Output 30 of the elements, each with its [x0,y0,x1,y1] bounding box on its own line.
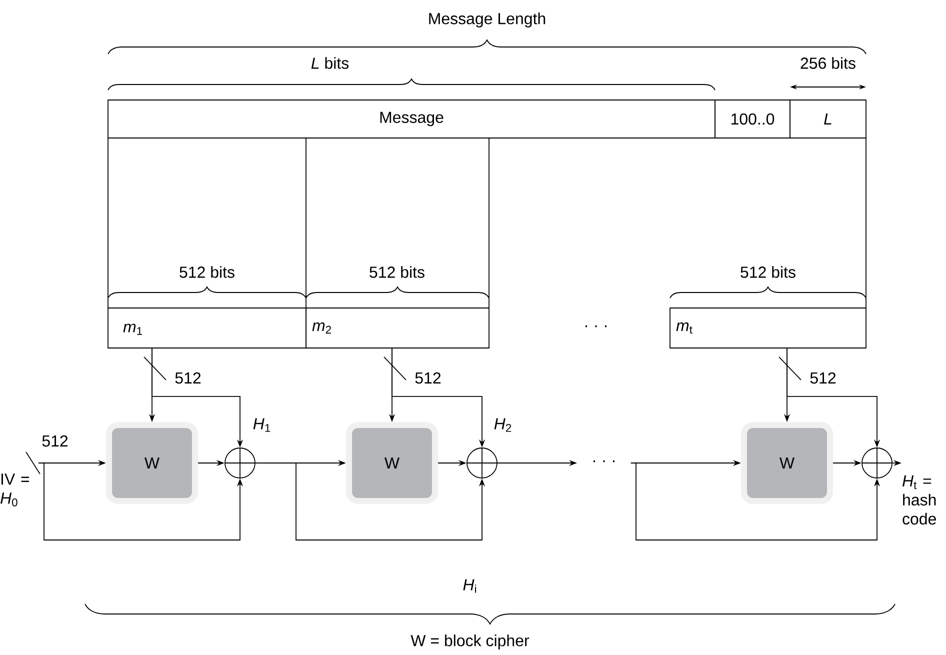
message-field: L [790,100,866,138]
edge-label: 512 [414,371,442,385]
cipher-box: W [346,422,438,504]
ellipsis: · · · [585,325,607,328]
text-label: IV = H$_{0}$ [0,474,29,506]
brace-label: 512 bits [370,266,424,278]
message-block: m$_{1}$ [108,308,306,348]
cipher-box: W [741,422,833,504]
message-field: 100..0 [714,100,790,138]
text-label: H$_{t}$ = hash code [902,475,936,525]
xor-symbol [862,448,892,478]
brace-label: H$_{i}$ [463,579,476,593]
message-block: m$_{t}$ [670,308,866,348]
cipher-box: W [106,422,198,504]
brace-label: 512 bits [180,266,234,278]
edge-label: 512 [174,371,202,385]
text-label: · · · [593,460,615,462]
brace-label: Message Length [429,12,546,28]
edge-label: 512 [808,371,838,385]
edge-label: 512 [40,434,70,448]
brace-label: 512 bits [740,266,796,278]
dimension-label: 256 bits [800,57,856,69]
chaining-value-label: H$_{2}$ [494,418,512,432]
caption: W = block cipher [410,634,530,650]
message-block: m$_{2}$ [306,308,490,348]
xor-symbol [466,448,498,478]
chaining-value-label: H$_{1}$ [253,418,270,432]
message-field: Message [108,100,716,138]
xor-symbol [224,448,256,478]
brace-label: L bits [311,57,349,69]
